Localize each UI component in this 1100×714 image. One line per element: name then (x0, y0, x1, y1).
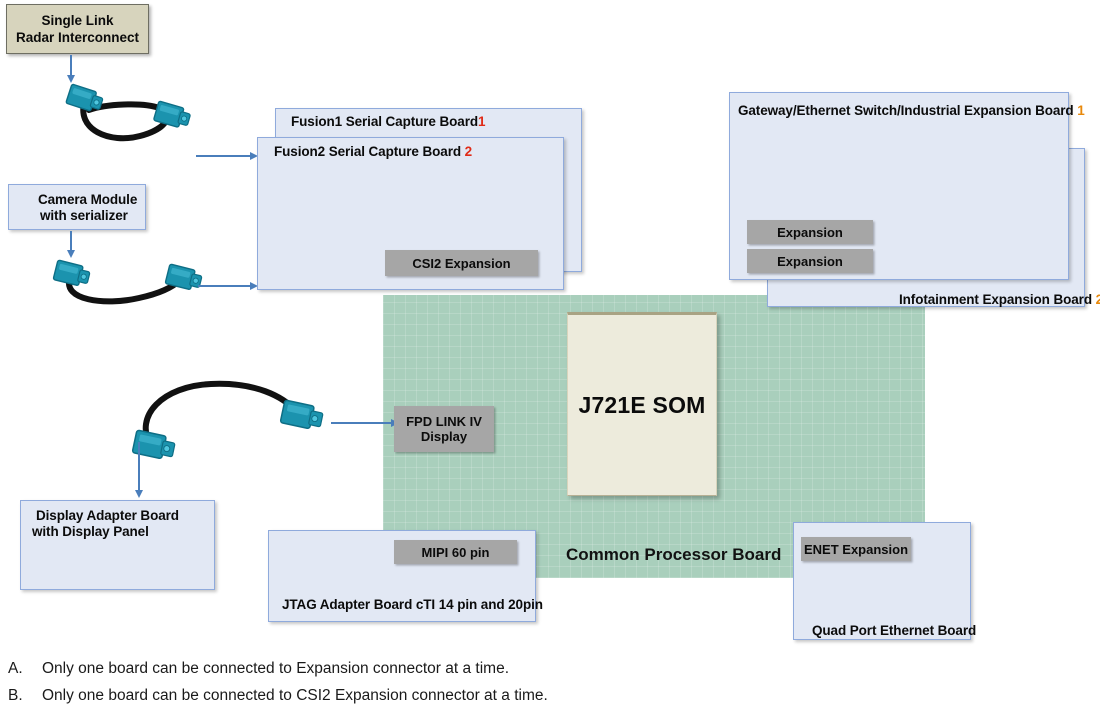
gateway-ethernet-industrial-expansion-board (729, 92, 1069, 280)
expansion-connector-top: Expansion (747, 220, 873, 244)
single-link-radar-interconnect: Single Link Radar Interconnect (6, 4, 149, 54)
csi2-expansion-connector: CSI2 Expansion (385, 250, 538, 276)
footnote-a-marker: A. (8, 660, 23, 677)
footnote-b: B. Only one board can be connected to CS… (8, 682, 1088, 709)
quad-port-ethernet-board-label: Quad Port Ethernet Board (812, 623, 977, 638)
mipi-60-pin-connector: MIPI 60 pin (394, 540, 517, 564)
fusion2-label: Fusion2 Serial Capture Board 2 (274, 144, 472, 159)
radar-line1: Single Link (41, 13, 114, 28)
camera-module-line2: with serializer (40, 208, 128, 223)
footnote-b-marker: B. (8, 687, 23, 704)
footnote-a: A. Only one board can be connected to Ex… (8, 655, 1088, 682)
arrow-camera-to-fusion (198, 280, 258, 292)
arrow-cable-to-display-adapter (134, 442, 144, 498)
infotainment-label: Infotainment Expansion Board 2 (899, 292, 1100, 307)
gateway-label-text: Gateway/Ethernet Switch/Industrial Expan… (738, 103, 1074, 118)
camera-module-board (8, 184, 146, 230)
display-adapter-line1: Display Adapter Board (36, 508, 179, 523)
display-coax-cable (131, 380, 324, 460)
infotainment-marker: 2 (1095, 292, 1100, 307)
arrow-camera-to-cable (66, 231, 76, 258)
som-label: J721E SOM (578, 391, 706, 418)
fusion2-marker: 2 (464, 144, 473, 159)
fpd-link-line2: Display (420, 429, 468, 444)
footnotes: A. Only one board can be connected to Ex… (8, 655, 1088, 709)
display-adapter-line2: with Display Panel (32, 524, 149, 539)
camera-coax-cable (52, 259, 203, 305)
gateway-label: Gateway/Ethernet Switch/Industrial Expan… (738, 103, 1085, 118)
fusion2-label-text: Fusion2 Serial Capture Board (274, 144, 461, 159)
jtag-adapter-board-label: JTAG Adapter Board cTI 14 pin and 20pin (282, 597, 543, 612)
fusion1-marker: 1 (478, 114, 486, 129)
fusion1-label-text: Fusion1 Serial Capture Board (291, 114, 478, 129)
enet-expansion-connector: ENET Expansion (801, 537, 911, 561)
common-processor-board-label: Common Processor Board (566, 545, 782, 564)
fpd-link-line1: FPD LINK IV (406, 414, 482, 429)
arrow-radar-to-fusion (196, 150, 258, 162)
radar-line2: Radar Interconnect (15, 30, 140, 45)
camera-module-line1: Camera Module (38, 192, 138, 207)
arrow-radar-to-cable (66, 55, 76, 83)
gateway-marker: 1 (1077, 103, 1085, 118)
fpd-link-iv-display-connector: FPD LINK IV Display (394, 406, 494, 452)
arrow-cable-to-fpd-link (331, 417, 399, 429)
footnote-b-text: Only one board can be connected to CSI2 … (42, 687, 548, 704)
infotainment-label-text: Infotainment Expansion Board (899, 292, 1092, 307)
footnote-a-text: Only one board can be connected to Expan… (42, 660, 510, 677)
expansion-connector-bottom: Expansion (747, 249, 873, 273)
radar-coax-cable (65, 83, 191, 142)
display-adapter-board (20, 500, 215, 590)
fusion1-label: Fusion1 Serial Capture Board1 (291, 114, 486, 129)
j721e-som: J721E SOM (567, 312, 717, 496)
